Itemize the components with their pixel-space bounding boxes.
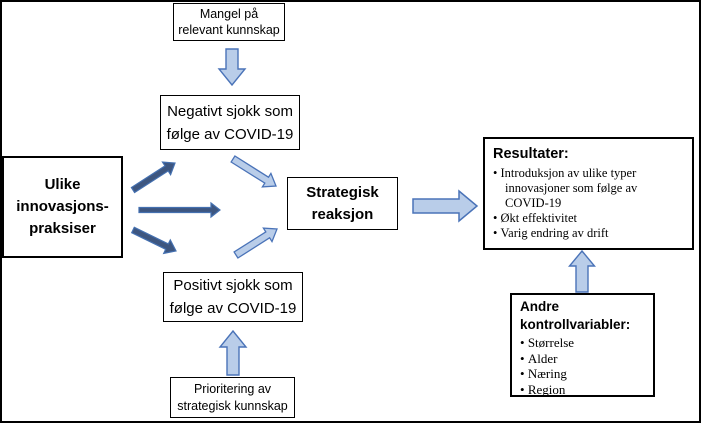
node-mangel: Mangel på relevant kunnskap xyxy=(173,3,285,41)
list-item: Region xyxy=(520,382,645,396)
node-resultater: Resultater: Introduksjon av ulike typer … xyxy=(483,137,694,250)
list-item: Størrelse xyxy=(520,335,645,351)
node-positivt-label: Positivt sjokk som følge av COVID-19 xyxy=(169,277,297,317)
node-strategisk-reaksjon: Strategisk reaksjon xyxy=(287,177,398,230)
arrow-prioritering-to-positivt-icon xyxy=(218,329,248,376)
node-positivt-sjokk: Positivt sjokk som følge av COVID-19 xyxy=(163,272,303,322)
node-strategisk-label: Strategisk reaksjon xyxy=(306,183,379,223)
list-item: Alder xyxy=(520,351,645,367)
arrow-ulike-to-strategisk-icon xyxy=(138,201,221,219)
list-item: Økt effektivitet xyxy=(493,211,684,226)
andre-list: Størrelse Alder Næring Region xyxy=(520,335,645,396)
resultater-list: Introduksjon av ulike typer innovasjoner… xyxy=(493,166,684,241)
arrow-strategisk-to-resultater-icon xyxy=(412,189,479,223)
arrow-ulike-to-negativt-icon xyxy=(130,161,176,194)
node-ulike-label: Ulike innovasjons- praksiser xyxy=(16,176,109,237)
arrow-ulike-to-positivt-icon xyxy=(130,226,177,255)
arrow-positivt-to-strategisk-icon xyxy=(233,227,278,259)
node-prioritering-label: Prioritering av strategisk kunnskap xyxy=(177,381,288,413)
list-item: Næring xyxy=(520,366,645,382)
arrow-andre-to-resultater-icon xyxy=(568,249,596,293)
node-negativt-label: Negativt sjokk som følge av COVID-19 xyxy=(166,102,294,143)
node-prioritering: Prioritering av strategisk kunnskap xyxy=(170,377,295,418)
node-mangel-label: Mangel på relevant kunnskap xyxy=(178,7,280,37)
arrow-mangel-to-negativt-icon xyxy=(217,48,247,87)
list-item: Introduksjon av ulike typer innovasjoner… xyxy=(493,166,684,211)
andre-title: Andre kontrollvariabler: xyxy=(520,299,631,332)
resultater-title: Resultater: xyxy=(493,146,569,162)
node-negativt-sjokk: Negativt sjokk som følge av COVID-19 xyxy=(160,95,300,150)
node-andre-kontrollvariabler: Andre kontrollvariabler: Størrelse Alder… xyxy=(510,293,655,397)
arrow-negativt-to-strategisk-icon xyxy=(230,155,277,188)
list-item: Varig endring av drift xyxy=(493,226,684,241)
node-ulike-innovasjonspraksiser: Ulike innovasjons- praksiser xyxy=(2,156,123,258)
